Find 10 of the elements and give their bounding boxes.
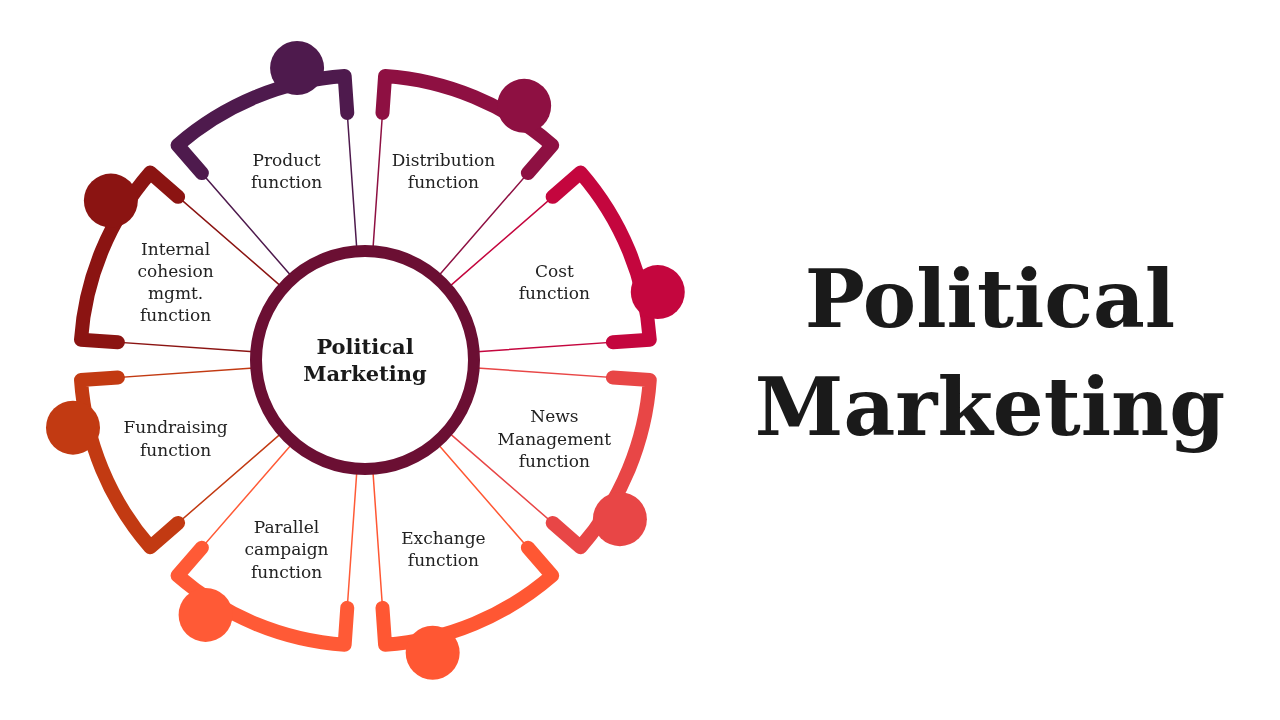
segment-label: Exchange function xyxy=(400,527,487,572)
segment-label: Parallel campaign function xyxy=(243,516,330,583)
segment-label: Internal cohesion mgmt. function xyxy=(136,237,215,326)
segment-label: Cost function xyxy=(517,259,591,304)
segment-label: News Management function xyxy=(496,405,612,472)
title: Political Marketing xyxy=(753,251,1227,456)
segment-label: Fundraising function xyxy=(122,416,229,461)
center-label: Political Marketing xyxy=(302,332,428,388)
segment-label: Distribution function xyxy=(390,148,497,193)
segment-label: Product function xyxy=(249,148,324,193)
